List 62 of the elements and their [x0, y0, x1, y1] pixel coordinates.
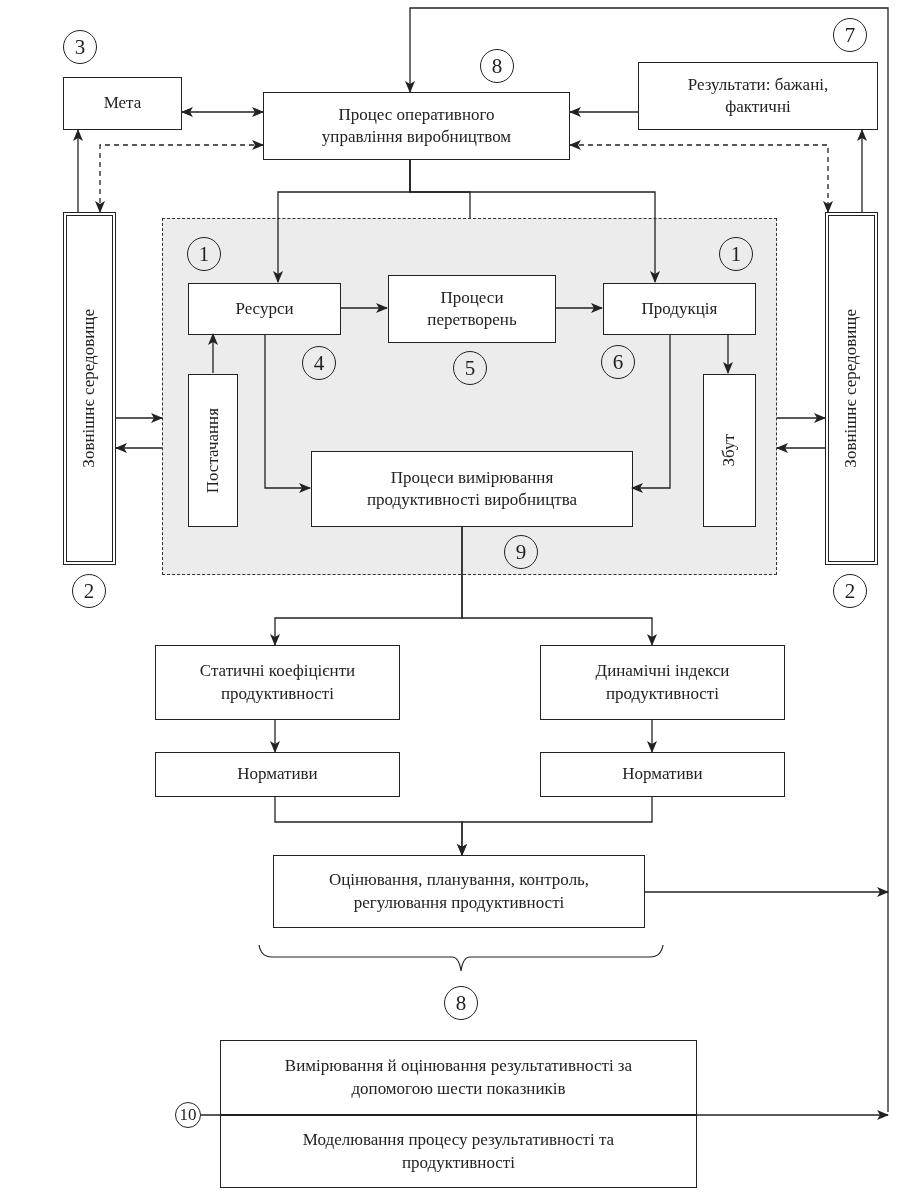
- process-box: [155, 645, 400, 720]
- process-box: [540, 645, 785, 720]
- box-text: Статичні коефіцієнти продуктивності: [198, 660, 357, 705]
- arrow: [631, 333, 671, 493]
- box-text: Продукція: [641, 297, 718, 320]
- process-box: [63, 77, 182, 130]
- box-text: Результати: бажані, фактичні: [686, 73, 830, 118]
- arrow: [208, 333, 218, 374]
- arrow: [647, 719, 657, 753]
- box-text: Зовнішнє середовище: [840, 309, 862, 468]
- process-box: [638, 62, 878, 130]
- box-text: Процеси вимірювання продуктивності виробництва: [365, 466, 579, 511]
- process-box: [273, 855, 645, 928]
- arrow: [200, 1110, 889, 1120]
- box-text: Динамічні індекси продуктивності: [594, 660, 731, 705]
- arrow: [554, 303, 603, 313]
- box-text: Зовнішнє середовище: [78, 309, 100, 468]
- arrow: [776, 413, 826, 423]
- process-box: [155, 752, 400, 797]
- process-box: [220, 1040, 697, 1115]
- process-box: [388, 275, 556, 343]
- box-text: Моделювання процесу результативності та продуктивності: [301, 1129, 616, 1174]
- arrow: [723, 333, 733, 374]
- arrow: [181, 107, 264, 117]
- connector-line: [409, 159, 471, 219]
- arrow: [73, 129, 83, 213]
- arrow: [644, 887, 889, 897]
- process-box: [188, 374, 238, 527]
- environment-panel: [63, 212, 116, 565]
- box-text: Постачання: [201, 407, 223, 494]
- process-box: [603, 283, 756, 335]
- process-box: [220, 1115, 697, 1188]
- callout-number: 10: [175, 1102, 201, 1128]
- box-text: Процес оперативного управління виробництвом: [320, 103, 513, 148]
- box-text: Процеси перетворень: [426, 286, 518, 331]
- arrow: [461, 525, 657, 646]
- box-text: Оцінювання, планування, контроль, регулювання продуктивності: [327, 869, 591, 914]
- arrow: [405, 7, 889, 1113]
- box-text: Нормативи: [622, 763, 703, 786]
- process-box: [263, 92, 570, 160]
- arrow: [264, 333, 311, 493]
- process-box: [188, 283, 341, 335]
- arrow: [457, 796, 653, 856]
- arrow: [115, 443, 163, 453]
- arrow: [569, 107, 639, 117]
- arrow: [857, 129, 867, 213]
- box-text: Ресурси: [235, 297, 294, 320]
- process-box: [703, 374, 756, 527]
- box-text: Вимірювання й оцінювання результативності за допомогою шести показників: [283, 1055, 634, 1100]
- box-text: Збут: [718, 434, 740, 467]
- arrow: [115, 413, 163, 423]
- arrow: [776, 443, 826, 453]
- environment-panel: [825, 212, 878, 565]
- box-text: Нормативи: [237, 763, 318, 786]
- process-box: [311, 451, 633, 527]
- system-boundary-area: [162, 218, 777, 575]
- arrow: [270, 719, 280, 753]
- dashed-arrow: [95, 140, 264, 213]
- arrow: [339, 303, 388, 313]
- dashed-arrow: [569, 140, 833, 213]
- box-text: Мета: [103, 92, 142, 115]
- process-box: [540, 752, 785, 797]
